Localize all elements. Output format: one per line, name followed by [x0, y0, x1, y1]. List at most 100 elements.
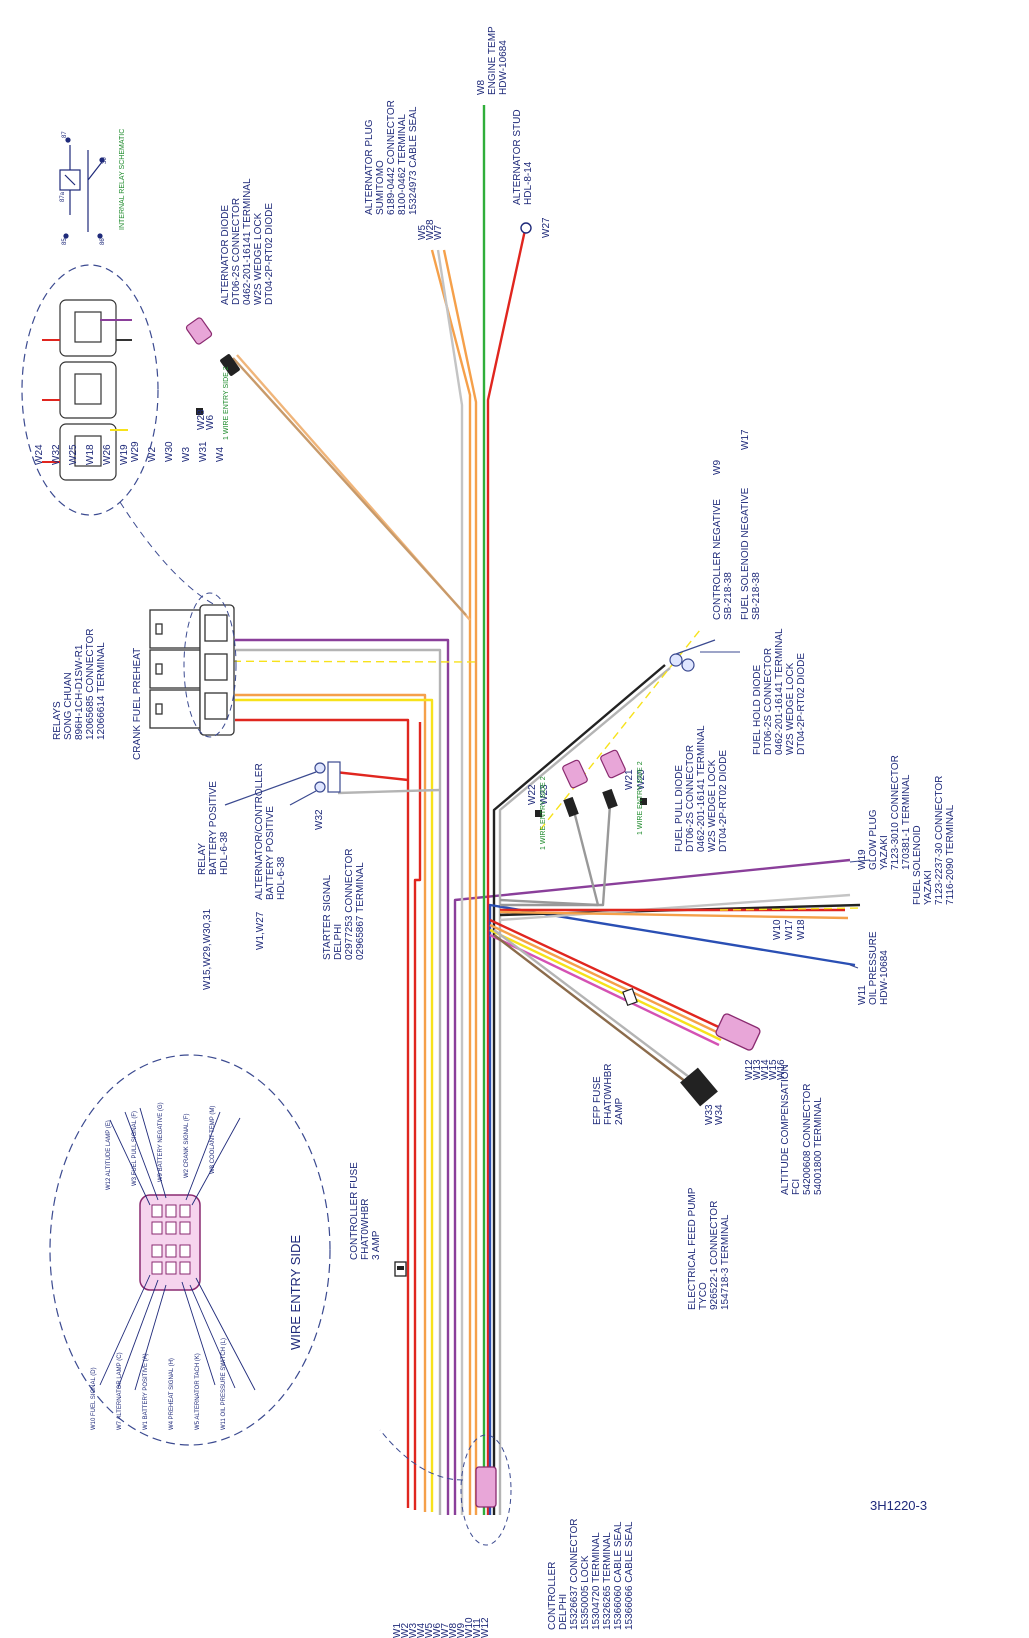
oil-pressure-label-line: HDW-10684: [879, 950, 890, 1005]
efp-fuse-label-line: FHAT0WHBR: [603, 1064, 614, 1125]
alternator-diode-connector: [185, 317, 240, 415]
controller-label-line: 15326265 TERMINAL: [602, 1532, 613, 1630]
pinout-right-1: W7 ALTERNATOR LAMP (C): [117, 1352, 123, 1430]
relays-label-line: SONG CHUAN: [63, 672, 74, 740]
pinout-right-2: W1 BATTERY POSITIVE (A): [143, 1353, 149, 1430]
starter-signal-label-line: 02965867 TERMINAL: [355, 862, 366, 960]
alternator-stud-wire-line: W27: [541, 217, 552, 238]
internal-relay-schematic: [59, 137, 105, 239]
fuel-pull-wires-line: W22: [527, 784, 538, 805]
alternator-diode-label-line: ALTERNATOR DIODE: [220, 205, 231, 305]
relay-battery-label-line: RELAY: [197, 843, 208, 875]
controller-label-line: CONTROLLER: [547, 1562, 558, 1630]
pinout-right-3-line: W4 PREHEAT SIGNAL (H): [169, 1358, 175, 1430]
controller-fuse-label-line: CONTROLLER FUSE: [349, 1162, 360, 1260]
wire-entry-side-title-line: WIRE ENTRY SIDE: [288, 1235, 303, 1350]
relay-pin-87-line: 87: [62, 131, 68, 138]
controller-label-line: 15366060 CABLE SEAL: [613, 1521, 624, 1630]
altitude-wires-line: W14: [760, 1059, 771, 1080]
fuel-pull-diode-label-line: W2S WEDGE LOCK: [707, 759, 718, 852]
wire-gray-main: [436, 249, 464, 1515]
relay-detail-wires-bottom-line: W3: [181, 447, 192, 462]
wire-entry-side-title: WIRE ENTRY SIDE: [288, 1235, 303, 1350]
relay-pin-87a: 87a: [60, 191, 66, 202]
relay-detail-wires-top-line: W32: [51, 444, 62, 465]
starter-signal-label-line: 02977253 CONNECTOR: [344, 848, 355, 960]
electrical-feed-pump-label-line: ELECTRICAL FEED PUMP: [687, 1187, 698, 1310]
electrical-feed-pump-label-line: 926522-1 CONNECTOR: [709, 1201, 720, 1310]
relay-block: [149, 604, 235, 736]
controller-wires-line: W11: [472, 1618, 483, 1638]
pinout-right-4-line: W5 ALTERNATOR TACH (K): [195, 1353, 201, 1430]
controller-wires-line: W8: [448, 1623, 459, 1638]
controller-wires-line: W12: [480, 1617, 491, 1638]
alternator-plug-label-line: 15324973 CABLE SEAL: [408, 106, 419, 215]
fuel-solenoid-wires-line: W18: [796, 919, 807, 940]
pinout-left-4-line: W8 COOLANT TEMP (M): [210, 1106, 216, 1174]
relay-detail-wires-bottom-line: W29: [130, 441, 141, 462]
glow-plug-label-line: 170381-1 TERMINAL: [901, 774, 912, 870]
alternator-plug-label-line: ALTERNATOR PLUG: [364, 119, 375, 215]
internal-relay-schematic-label: INTERNAL RELAY SCHEMATIC: [119, 129, 126, 230]
wire-red-alt: [486, 229, 527, 1515]
efp-fuse-label-line: 2AMP: [614, 1097, 625, 1125]
wire-orange-main: [430, 249, 472, 1515]
controller-negative-label-line: CONTROLLER NEGATIVE: [712, 499, 723, 620]
glow-plug-label-line: YAZAKI: [879, 835, 890, 870]
pinout-right-0: W10 FUEL SIGNAL (D): [91, 1367, 97, 1430]
wire-blue-main: [488, 903, 856, 1515]
starter-signal-wire-line: W32: [314, 809, 325, 830]
wire-purple-trunk: [235, 638, 450, 1515]
controller-wires-line: W9: [456, 1623, 467, 1638]
controller-wires-line: W7: [440, 1623, 451, 1638]
wire-orange-alt: [442, 249, 478, 1515]
altitude-comp-label-line: FCI: [791, 1179, 802, 1195]
pinout-left-1: W3 FUEL PULL SIGNAL (F): [132, 1111, 138, 1186]
wire-red-2: [413, 722, 422, 1510]
controller-fuse-label-line: 3 AMP: [371, 1230, 382, 1260]
alt-diode-wires-line: W6: [205, 415, 216, 430]
fuel-hold-wires-line: W20: [636, 769, 647, 790]
alternator-diode-label-line: W2S WEDGE LOCK: [253, 212, 264, 305]
relays-label-line: 12066614 TERMINAL: [96, 642, 107, 740]
alternator-stud-wire: W27: [541, 217, 552, 238]
negative-ring-terminals: [669, 639, 716, 672]
controller-negative-wire-line: W9: [712, 460, 723, 475]
relay-pin-87a-line: 87a: [60, 191, 66, 202]
relay-battery-wires: W15,W29,W30,31: [202, 908, 213, 990]
alternator-plug-label-line: 6189-0442 CONNECTOR: [386, 100, 397, 215]
efp-fuse-label-line: EFP FUSE: [592, 1076, 603, 1125]
relay-detail-callout: [183, 592, 237, 738]
fuel-pull-wires-line: W23: [539, 784, 550, 805]
wire-pink-alt-comp: [489, 933, 720, 1047]
fuel-solenoid-label-line: FUEL SOLENOID: [912, 825, 923, 905]
controller-fuse: [394, 1261, 407, 1277]
relay-pin-85-line: 85: [62, 238, 68, 245]
wire-orange-trunk: [235, 693, 427, 1512]
wire-orange-sol: [499, 910, 849, 920]
relay-battery-label-line: HDL-6-38: [219, 831, 230, 875]
controller-wires-line: W5: [424, 1623, 435, 1638]
starter-signal-label-line: STARTER SIGNAL: [322, 874, 333, 960]
fuel-solenoid-wires-line: W10: [772, 919, 783, 940]
alt-diode-wires-line: W28: [196, 409, 207, 430]
fuel-hold-diode-label-line: FUEL HOLD DIODE: [752, 664, 763, 755]
alternator-diode-label-line: DT06-2S CONNECTOR: [231, 198, 242, 305]
fuel-pull-diode-label-line: DT04-2P-RT02 DIODE: [718, 750, 729, 852]
wire-orange-alt-comp: [489, 923, 724, 1037]
wire-yellow-trunk: [235, 698, 434, 1512]
fuel-solenoid-label-line: 7116-2090 TERMINAL: [945, 804, 956, 905]
pinout-right-0-line: W10 FUEL SIGNAL (D): [91, 1367, 97, 1430]
wire-gray-relaybat: [337, 788, 441, 795]
